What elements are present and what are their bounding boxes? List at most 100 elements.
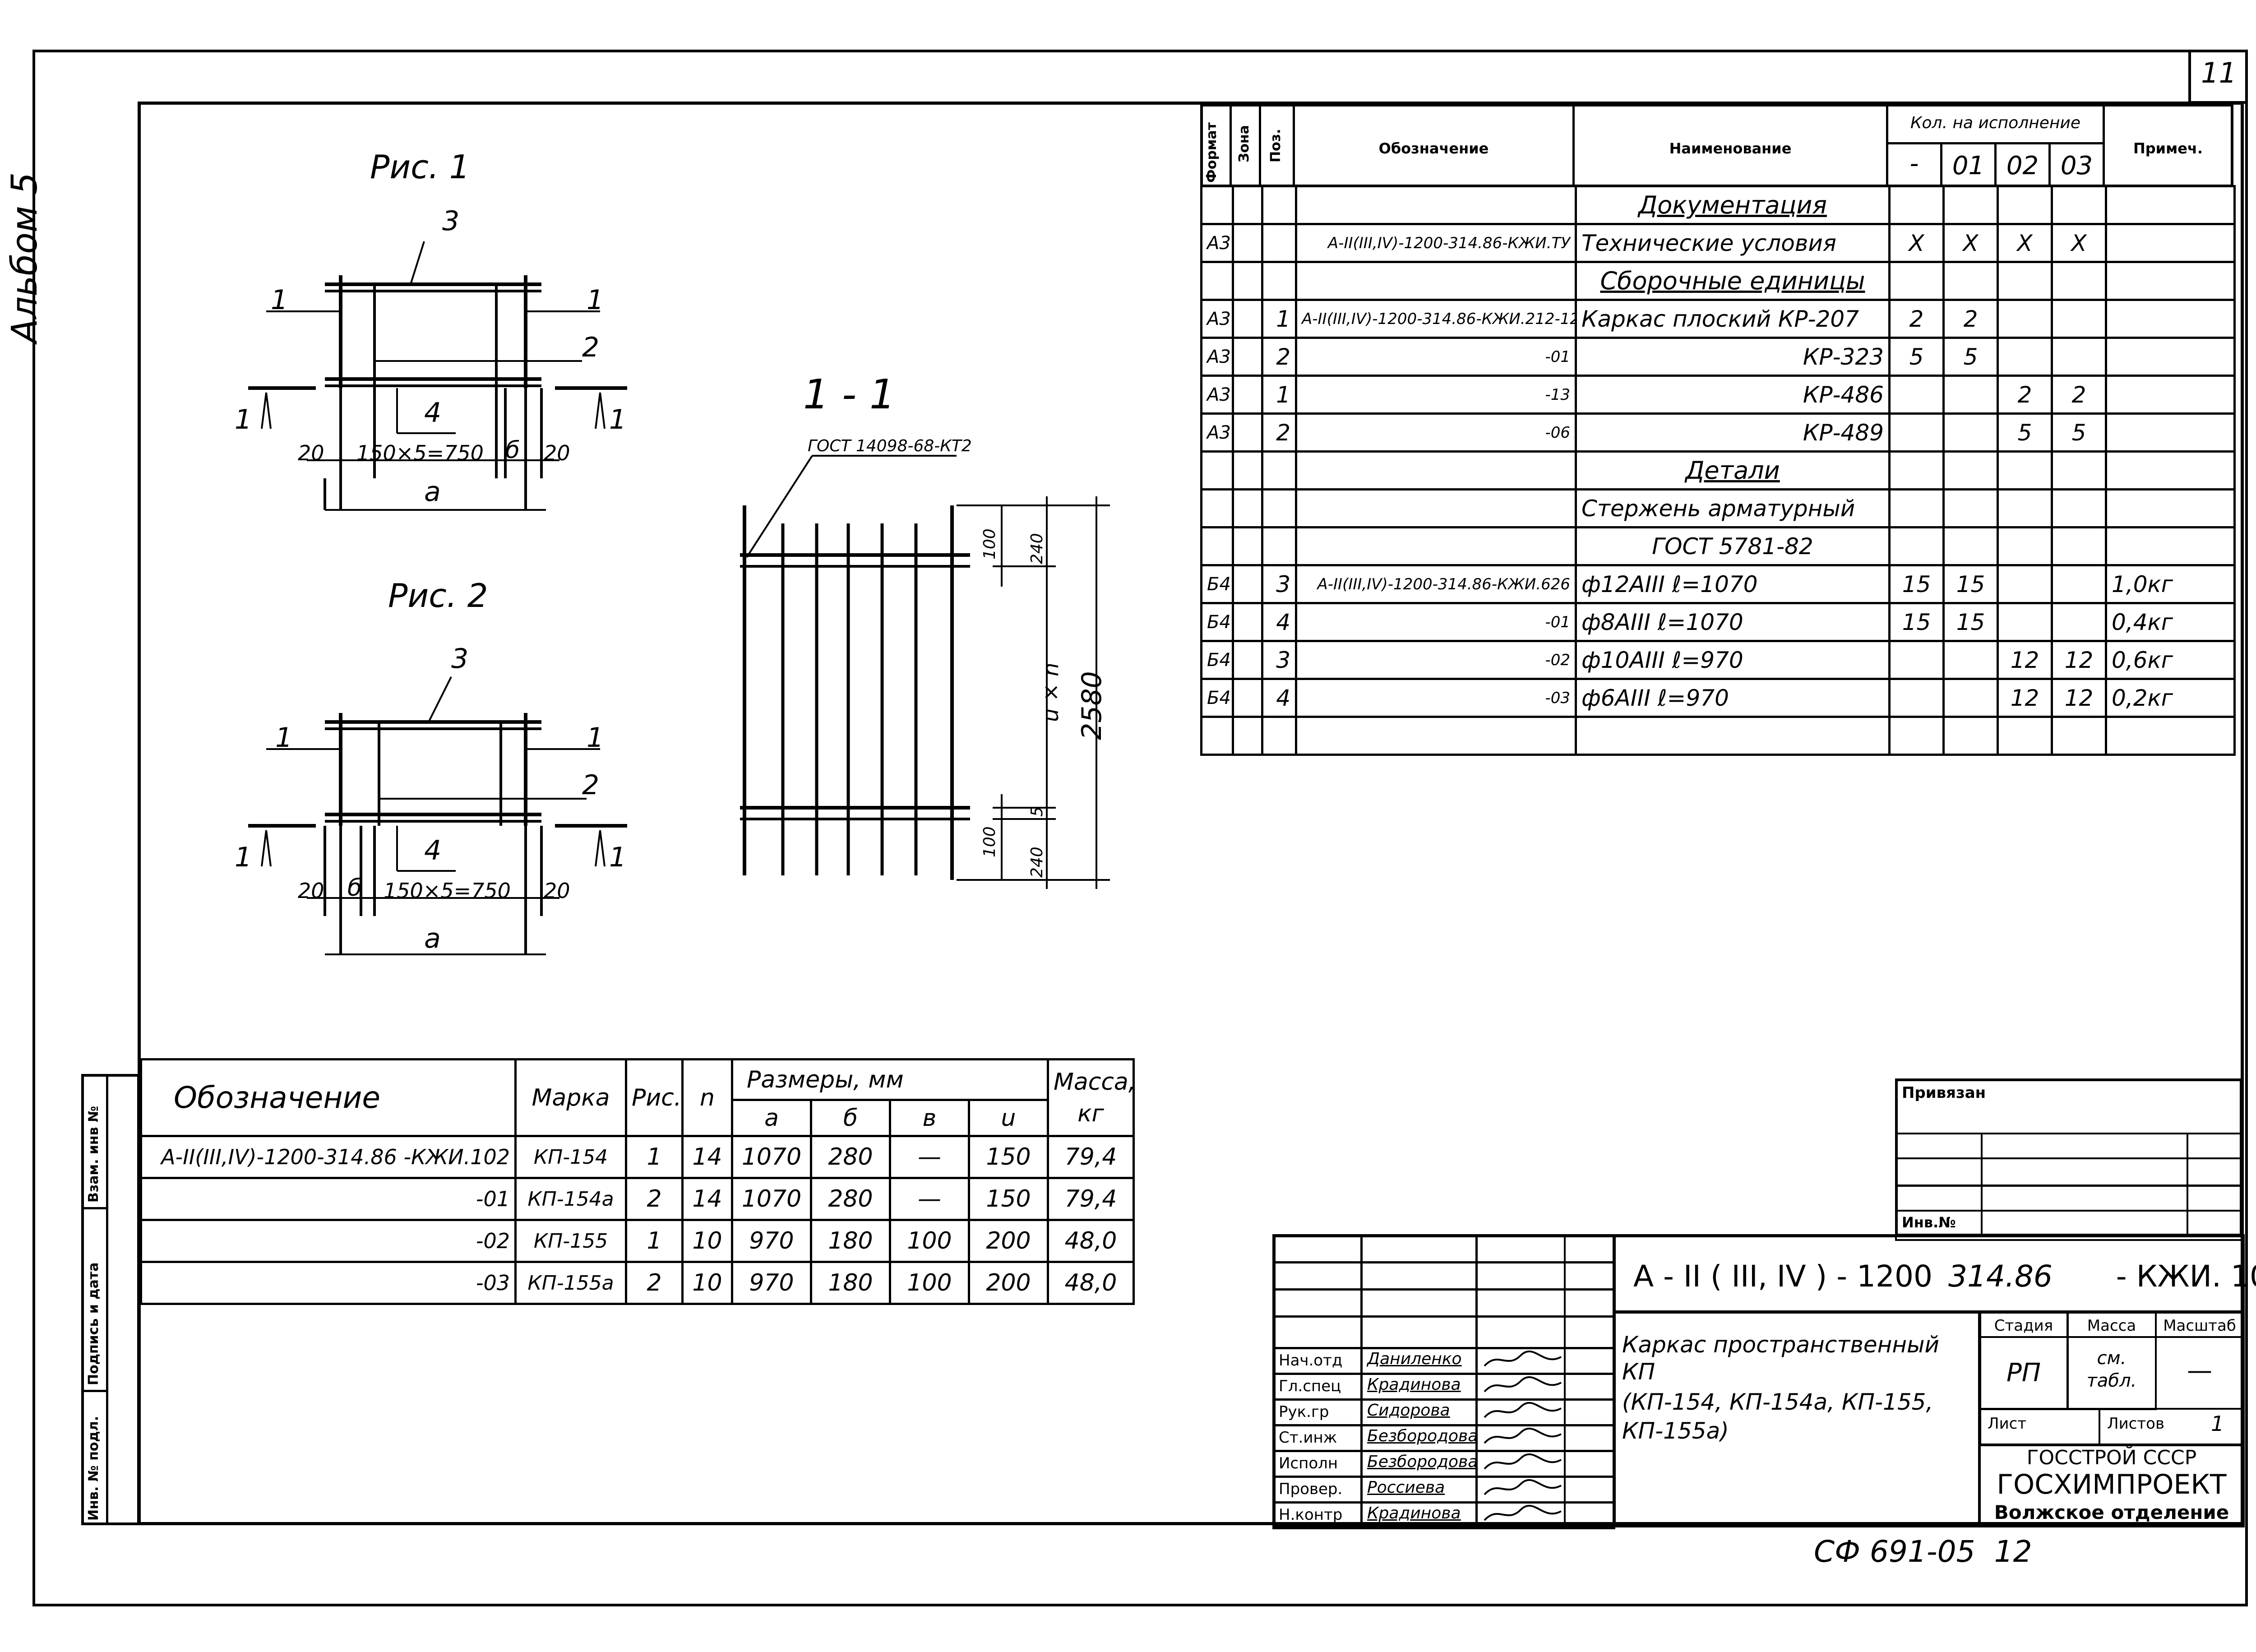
mark-h-mark: Марка	[514, 1058, 627, 1137]
mark-table: Обозначение Марка Рис. n Размеры, мм Мас…	[140, 1058, 1135, 1305]
section-dim-100-bot: 100	[980, 826, 999, 857]
spec-cell-zone	[1232, 602, 1263, 642]
fig2-dim-b: б	[347, 875, 362, 902]
spec-cell-q0: 15	[1888, 564, 1945, 604]
spec-cell-pos	[1261, 488, 1297, 528]
fig2-pos-2: 2	[582, 769, 599, 801]
spec-cell-designation	[1295, 716, 1577, 756]
fig1-drawing	[248, 241, 627, 511]
fig2-cut-right: 1	[609, 842, 626, 873]
signature-name: Безбородова	[1367, 1453, 1478, 1471]
spec-cell-zone	[1232, 223, 1263, 263]
spec-cell-zone	[1232, 716, 1263, 756]
spec-cell-name: Стержень арматурный	[1575, 488, 1891, 528]
spec-cell-q1: X	[1942, 223, 1999, 263]
spec-cell-designation: А-II(III,IV)-1200-314.86-КЖИ.ТУ	[1295, 223, 1577, 263]
spec-h-name: Наименование	[1669, 140, 1792, 157]
spec-cell-zone	[1232, 185, 1263, 225]
mark-h-b: б	[810, 1099, 891, 1137]
spec-cell-q0	[1888, 488, 1945, 528]
spec-cell-q2	[1997, 261, 2053, 301]
spec-cell-note	[2105, 223, 2236, 263]
spec-cell-format	[1200, 261, 1234, 301]
mark-cell-mass: 48,0	[1047, 1261, 1135, 1305]
mark-cell-v: —	[889, 1177, 970, 1221]
signature-name: Крадинова	[1367, 1504, 1461, 1522]
spec-cell-format	[1200, 716, 1234, 756]
spec-cell-q2	[1997, 564, 2053, 604]
mark-cell-designation: -02	[140, 1219, 517, 1263]
spec-cell-pos: 2	[1261, 337, 1297, 377]
mark-cell-u: 150	[968, 1177, 1049, 1221]
spec-cell-name: ф6АIII ℓ=970	[1575, 678, 1891, 718]
mark-h-u: u	[968, 1099, 1049, 1137]
org-line-2: ГОСХИМПРОЕКТ	[1997, 1469, 2227, 1500]
doc-code: А - II ( III, IV ) - 1200 314.86 - КЖИ. …	[1633, 1259, 2256, 1294]
sheet-number: 11	[2201, 56, 2237, 89]
spec-cell-name: КР-489	[1575, 412, 1891, 453]
binding-inv: Инв.№	[1902, 1214, 1956, 1231]
fig1-dim-left: 20	[298, 441, 324, 465]
spec-cell-pos: 4	[1261, 602, 1297, 642]
signature-role: Нач.отд	[1279, 1351, 1343, 1370]
stage-value: РП	[2006, 1358, 2041, 1388]
signature-role: Рук.гр	[1279, 1403, 1329, 1421]
section-dim-un: u × n	[1038, 662, 1063, 722]
spec-cell-q2	[1997, 488, 2053, 528]
spec-header: Формат Зона Поз. Обозначение Наименовани…	[1200, 104, 2233, 187]
stage-header: Стадия	[1994, 1317, 2053, 1335]
mark-cell-v: 100	[889, 1261, 970, 1305]
signature-role: Провер.	[1279, 1480, 1343, 1498]
fig2-dim-right: 20	[544, 879, 570, 903]
fig2-pos-3: 3	[451, 643, 468, 675]
signature-scribble	[1484, 1427, 1562, 1444]
spec-cell-format: Б4	[1200, 678, 1234, 718]
signature-scribble	[1484, 1402, 1562, 1418]
fig2-dim-left: 20	[298, 879, 324, 903]
mark-cell-u: 200	[968, 1219, 1049, 1263]
mark-cell-designation: -01	[140, 1177, 517, 1221]
spec-cell-q0	[1888, 375, 1945, 415]
spec-cell-format: А3	[1200, 412, 1234, 453]
fig1-pos-1-left: 1	[271, 284, 288, 316]
mark-cell-a: 1070	[731, 1177, 812, 1221]
fig2-pos-1-left: 1	[275, 722, 292, 754]
fig1-pos-2: 2	[582, 332, 599, 363]
mark-h-n: n	[681, 1058, 733, 1137]
signature-name: Крадинова	[1367, 1375, 1461, 1394]
spec-cell-zone	[1232, 450, 1263, 491]
fig1-cut-right: 1	[609, 404, 626, 435]
spec-cell-q1: 5	[1942, 337, 1999, 377]
spec-row: Документация	[1200, 185, 2236, 225]
spec-cell-name: Детали	[1575, 450, 1891, 491]
spec-cell-designation	[1295, 450, 1577, 491]
mark-cell-b: 280	[810, 1177, 891, 1221]
spec-h-pos: Поз.	[1268, 129, 1284, 162]
spec-cell-name: ф8АIII ℓ=1070	[1575, 602, 1891, 642]
spec-cell-pos	[1261, 261, 1297, 301]
spec-cell-q1	[1942, 450, 1999, 491]
fig2-drawing	[248, 676, 627, 955]
spec-cell-name: ГОСТ 5781-82	[1575, 526, 1891, 566]
spec-cell-designation: -13	[1295, 375, 1577, 415]
mark-cell-n: 10	[681, 1219, 733, 1263]
mark-h-a: а	[731, 1099, 812, 1137]
spec-cell-q3: 2	[2051, 375, 2107, 415]
spec-cell-q1	[1942, 526, 1999, 566]
mark-cell-fig: 1	[625, 1135, 684, 1179]
spec-cell-q2	[1997, 185, 2053, 225]
spec-cell-pos	[1261, 223, 1297, 263]
spec-cell-format	[1200, 488, 1234, 528]
spec-cell-q0	[1888, 412, 1945, 453]
sheets-header: Листов	[2107, 1415, 2165, 1433]
spec-cell-format: Б4	[1200, 640, 1234, 680]
doc-code-num: 314.86	[1948, 1259, 2053, 1294]
mark-cell-n: 10	[681, 1261, 733, 1305]
mark-cell-mark: КП-154а	[514, 1177, 627, 1221]
doc-code-main: А - II ( III, IV ) - 1200	[1633, 1259, 1932, 1294]
